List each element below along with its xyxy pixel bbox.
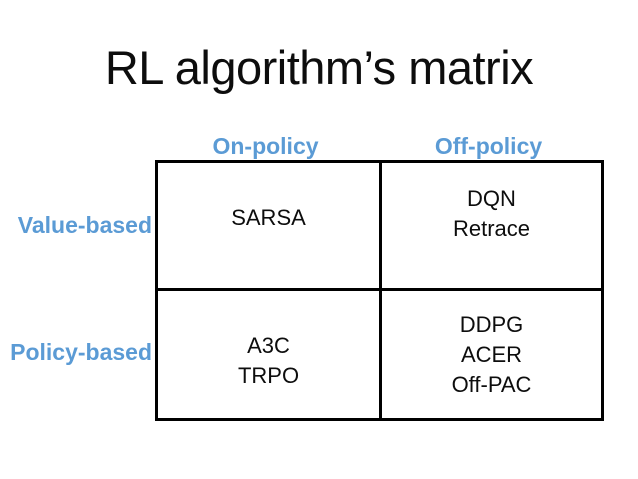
cell-policy-based-on-policy: A3C TRPO (155, 288, 382, 421)
cell-policy-based-off-policy: DDPG ACER Off-PAC (379, 288, 604, 421)
algorithm-item: DQN (467, 185, 516, 211)
algorithm-item: ACER (460, 341, 523, 367)
algorithm-list: DDPG ACER Off-PAC (382, 310, 601, 400)
column-header-off-policy: Off-policy (434, 133, 543, 159)
algorithm-item: Off-PAC (451, 371, 532, 397)
row-header-policy-based: Policy-based (10, 339, 152, 365)
cell-value-based-off-policy: DQN Retrace (379, 160, 604, 291)
algorithm-list: SARSA (158, 203, 379, 233)
algorithm-item: A3C (247, 332, 290, 358)
table-row-value-based: SARSA DQN Retrace (155, 160, 604, 291)
algorithm-list: A3C TRPO (158, 331, 379, 391)
algorithm-item: DDPG (459, 311, 524, 337)
cell-value-based-on-policy: SARSA (155, 160, 382, 291)
row-header-value-based: Value-based (17, 212, 152, 238)
algorithm-item: Retrace (452, 215, 531, 241)
rl-algorithm-matrix: SARSA DQN Retrace A3C TRPO DDPG ACER Off… (155, 160, 604, 421)
algorithm-item: TRPO (237, 362, 300, 388)
algorithm-item: SARSA (231, 204, 306, 230)
table-row-policy-based: A3C TRPO DDPG ACER Off-PAC (155, 288, 604, 421)
page-title: RL algorithm’s matrix (104, 41, 534, 94)
column-header-on-policy: On-policy (212, 133, 319, 159)
algorithm-list: DQN Retrace (382, 184, 601, 244)
